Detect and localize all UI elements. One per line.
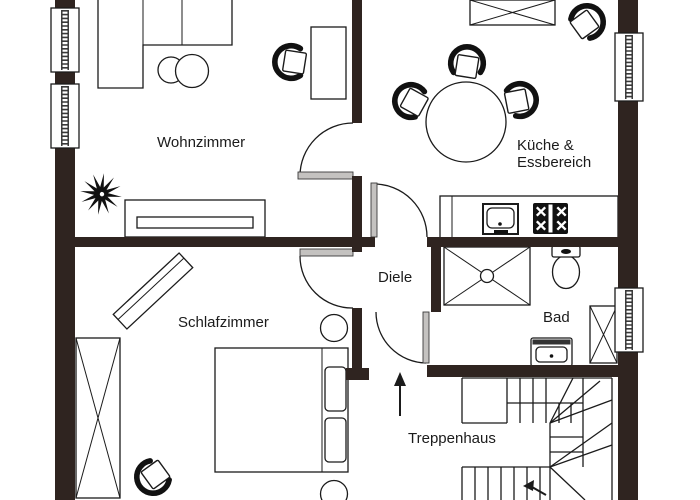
wall-kueche-bad (427, 237, 618, 247)
wall-diele-stub (362, 237, 375, 247)
bathroom-sink (530, 337, 573, 367)
desk (310, 26, 347, 100)
wall-outer-left (55, 0, 75, 500)
wall-outer-right (618, 0, 638, 500)
door-diele-treppenhaus (375, 311, 430, 364)
window-left-2 (50, 83, 80, 149)
room-label-bad: Bad (543, 309, 570, 326)
wall-wohnzimmer-kueche (352, 0, 362, 123)
room-label-diele: Diele (378, 269, 412, 286)
kitchen-cabinet (469, 0, 556, 26)
stair-direction-arrow (523, 480, 547, 496)
nightstand-bottom (319, 479, 349, 500)
window-right-2 (614, 287, 644, 353)
bedroom-chair-icon (130, 454, 175, 499)
shower (443, 246, 531, 306)
bath-cabinet (589, 305, 618, 364)
toilet (551, 245, 581, 290)
window-right-1 (614, 32, 644, 102)
plant-icon (80, 173, 122, 215)
room-label-schlafzimmer: Schlafzimmer (178, 314, 269, 331)
kitchen-counter (439, 195, 619, 239)
room-label-kueche-2: Essbereich (517, 154, 591, 171)
door-wohnzimmer-kueche (297, 122, 354, 180)
room-label-treppenhaus: Treppenhaus (408, 430, 496, 447)
bench-diagonal (112, 252, 194, 330)
door-schlafzimmer (299, 248, 354, 309)
wall-diele-bad (431, 247, 441, 312)
room-label-kueche-1: Küche & (517, 137, 574, 154)
wall-wohnzimmer-schlafzimmer (75, 237, 362, 247)
wall-schlafzimmer-diele (352, 308, 362, 378)
desk-chair-icon (275, 46, 307, 79)
kitchen-sink (482, 203, 519, 235)
wardrobe (75, 337, 121, 499)
stove (533, 203, 568, 234)
sideboard (124, 199, 266, 238)
wall-bad-treppenhaus (427, 365, 618, 377)
wall-wohnzimmer-diele (352, 176, 362, 252)
side-tables (157, 53, 210, 89)
entry-arrow (394, 372, 406, 416)
sofa-corner (97, 0, 233, 89)
dining-table (425, 81, 507, 163)
door-kueche-diele (370, 182, 428, 238)
double-bed (214, 347, 349, 473)
room-label-wohnzimmer: Wohnzimmer (157, 134, 245, 151)
staircase (461, 377, 613, 500)
wall-diele-foot (346, 368, 369, 380)
window-left-1 (50, 7, 80, 73)
nightstand-top (319, 313, 349, 343)
